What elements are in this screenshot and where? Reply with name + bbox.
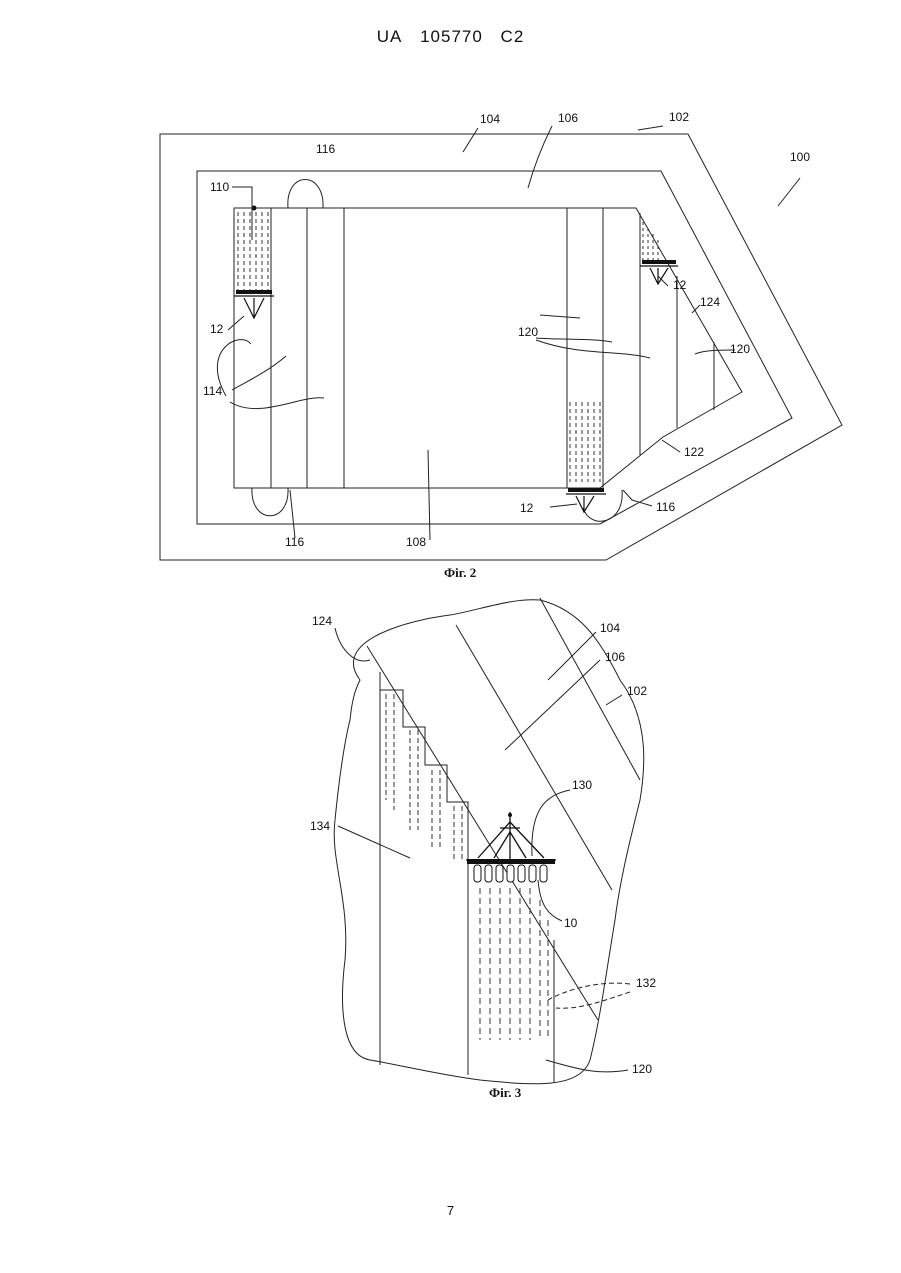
figure-3-caption: Фіг. 3	[489, 1085, 521, 1101]
fig3-label-134: 134	[310, 819, 330, 833]
fig3-label-102: 102	[627, 684, 647, 698]
fig3-label-10: 10	[564, 916, 578, 930]
break-outline	[334, 600, 644, 1084]
page-number: 7	[0, 1203, 901, 1218]
fig3-label-132: 132	[636, 976, 656, 990]
fig3-label-106: 106	[605, 650, 625, 664]
fig3-label-130: 130	[572, 778, 592, 792]
fig3-label-104: 104	[600, 621, 620, 635]
fig3-label-120: 120	[632, 1062, 652, 1076]
fig3-label-124: 124	[312, 614, 332, 628]
figure-3-drawing: 124 104 106 102 130 134 10 132 120	[0, 0, 901, 1120]
